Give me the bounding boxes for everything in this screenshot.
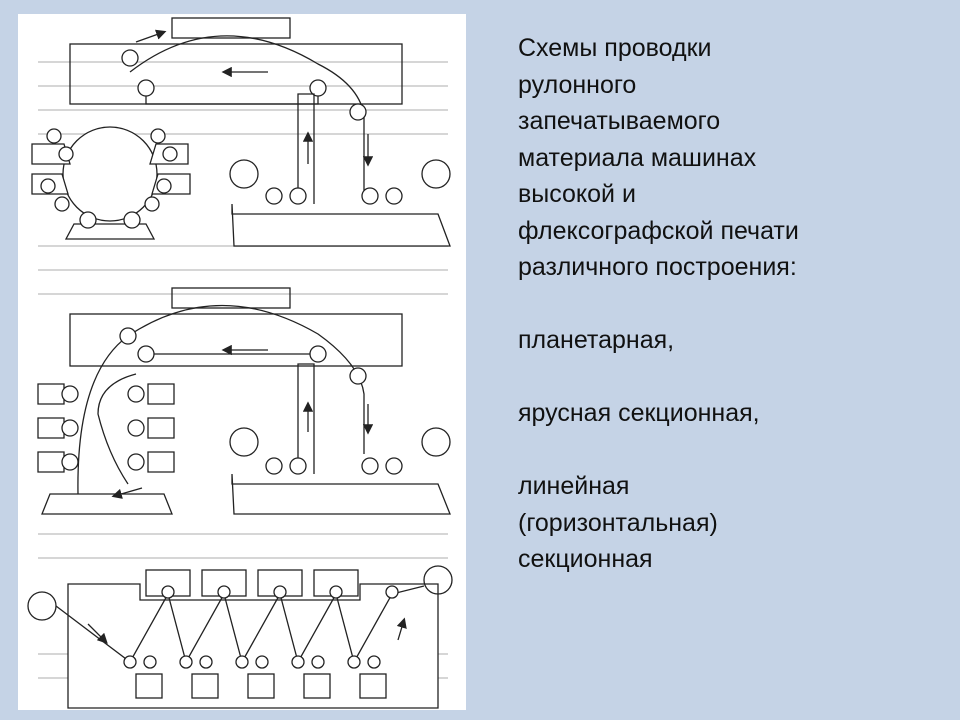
item-stack: ярусная секционная, bbox=[518, 399, 760, 427]
print-units-left bbox=[31, 128, 74, 212]
tower-2 bbox=[229, 363, 451, 515]
item-inline-line-1: линейная bbox=[518, 472, 630, 500]
inline-machine-diagram bbox=[27, 565, 453, 709]
heading-line-6: флексографской печати bbox=[518, 216, 799, 245]
planetary-machine-diagram bbox=[31, 17, 451, 247]
item-inline-line-2: (горизонтальная) bbox=[518, 508, 718, 537]
planetary-base bbox=[64, 223, 156, 240]
central-impression-cylinder bbox=[62, 126, 158, 222]
stack-machine-diagram bbox=[37, 287, 451, 515]
heading-line-7: различного построения: bbox=[518, 253, 797, 281]
heading-line-2: рулонного bbox=[518, 70, 637, 99]
stack-print-units bbox=[37, 383, 175, 473]
inline-dryers bbox=[145, 569, 359, 597]
rewind-reel-icon bbox=[421, 159, 451, 189]
dryer-frame bbox=[69, 43, 403, 105]
unwind-reel-icon bbox=[229, 159, 259, 189]
inline-unwind-reel-icon bbox=[27, 591, 57, 621]
inline-frame bbox=[67, 583, 439, 709]
flow-arrow-icon bbox=[135, 29, 167, 43]
dryer-top-box-2 bbox=[171, 287, 291, 309]
heading-line-5: высокой и bbox=[518, 180, 636, 208]
dryer-top-box bbox=[171, 17, 291, 39]
web-path-diagrams bbox=[18, 14, 466, 710]
tower-1 bbox=[229, 93, 451, 247]
item-planetary: планетарная, bbox=[518, 326, 675, 354]
heading-line-1: Схемы проводки bbox=[518, 34, 712, 62]
inline-rollers bbox=[123, 585, 399, 669]
slide-text: Схемы проводки рулонного запечатываемого… bbox=[518, 30, 938, 578]
item-inline-line-3: секционная bbox=[518, 545, 653, 573]
inline-print-units bbox=[135, 673, 387, 699]
stack-base bbox=[41, 493, 173, 515]
heading-line-4: материала машинах bbox=[518, 143, 757, 172]
print-units-right bbox=[144, 128, 191, 212]
inline-rewind-reel-icon bbox=[423, 565, 453, 595]
dryer-frame-2 bbox=[69, 313, 403, 367]
diagrams-svg bbox=[27, 17, 453, 709]
heading-line-3: запечатываемого bbox=[518, 107, 721, 135]
